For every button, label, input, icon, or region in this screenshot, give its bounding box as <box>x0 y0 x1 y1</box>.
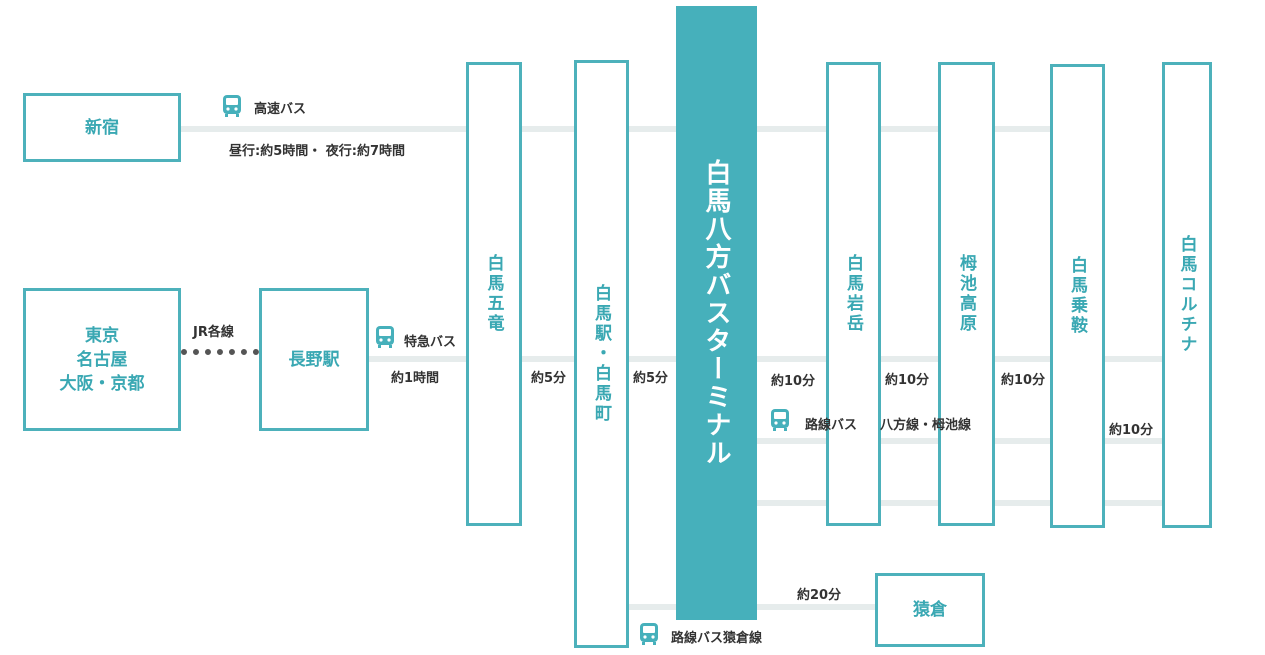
station-nagano: 長野駅 <box>259 288 369 431</box>
happo-line-label: 八方線・栂池線 <box>880 418 972 433</box>
connector-line <box>181 126 1081 132</box>
station-hakuba: 白馬駅・白馬町 <box>574 60 629 648</box>
bus-icon <box>376 326 394 348</box>
station-iwatake: 白馬岩岳 <box>826 62 881 526</box>
express-bus-label: 特急バス <box>404 335 457 350</box>
station-tsugaike: 栂池高原 <box>938 62 995 526</box>
jr-dotted-line <box>181 349 259 355</box>
bus-icon <box>223 95 241 117</box>
time-norikura: 約10分 <box>1001 373 1046 388</box>
bus-icon <box>640 623 658 645</box>
express-time-label: 約1時間 <box>391 371 440 386</box>
station-sarukura: 猿倉 <box>875 573 985 647</box>
time-goryu: 約5分 <box>531 371 567 386</box>
time-sarukura: 約20分 <box>797 588 842 603</box>
station-shinjuku: 新宿 <box>23 93 181 162</box>
station-cortina: 白馬コルチナ <box>1162 62 1212 528</box>
station-goryu: 白馬五竜 <box>466 62 522 526</box>
time-cortina: 約10分 <box>1109 423 1154 438</box>
highway-time-label: 昼行:約5時間・ 夜行:約7時間 <box>229 144 406 159</box>
sarukura-line-label: 路線バス猿倉線 <box>671 631 763 646</box>
time-hakuba: 約5分 <box>633 371 669 386</box>
time-iwatake: 約10分 <box>771 374 816 389</box>
jr-label: JR各線 <box>193 325 234 340</box>
hakuba-happo-bus-terminal: 白馬八方バスターミナル <box>676 6 757 620</box>
connector-line <box>369 356 1169 362</box>
time-tsugaike: 約10分 <box>885 373 930 388</box>
local-bus-label: 路線バス <box>805 418 858 433</box>
station-norikura: 白馬乗鞍 <box>1050 64 1105 528</box>
highway-bus-label: 高速バス <box>254 102 307 117</box>
station-tokyo-area: 東京 名古屋 大阪・京都 <box>23 288 181 431</box>
bus-icon <box>771 409 789 431</box>
